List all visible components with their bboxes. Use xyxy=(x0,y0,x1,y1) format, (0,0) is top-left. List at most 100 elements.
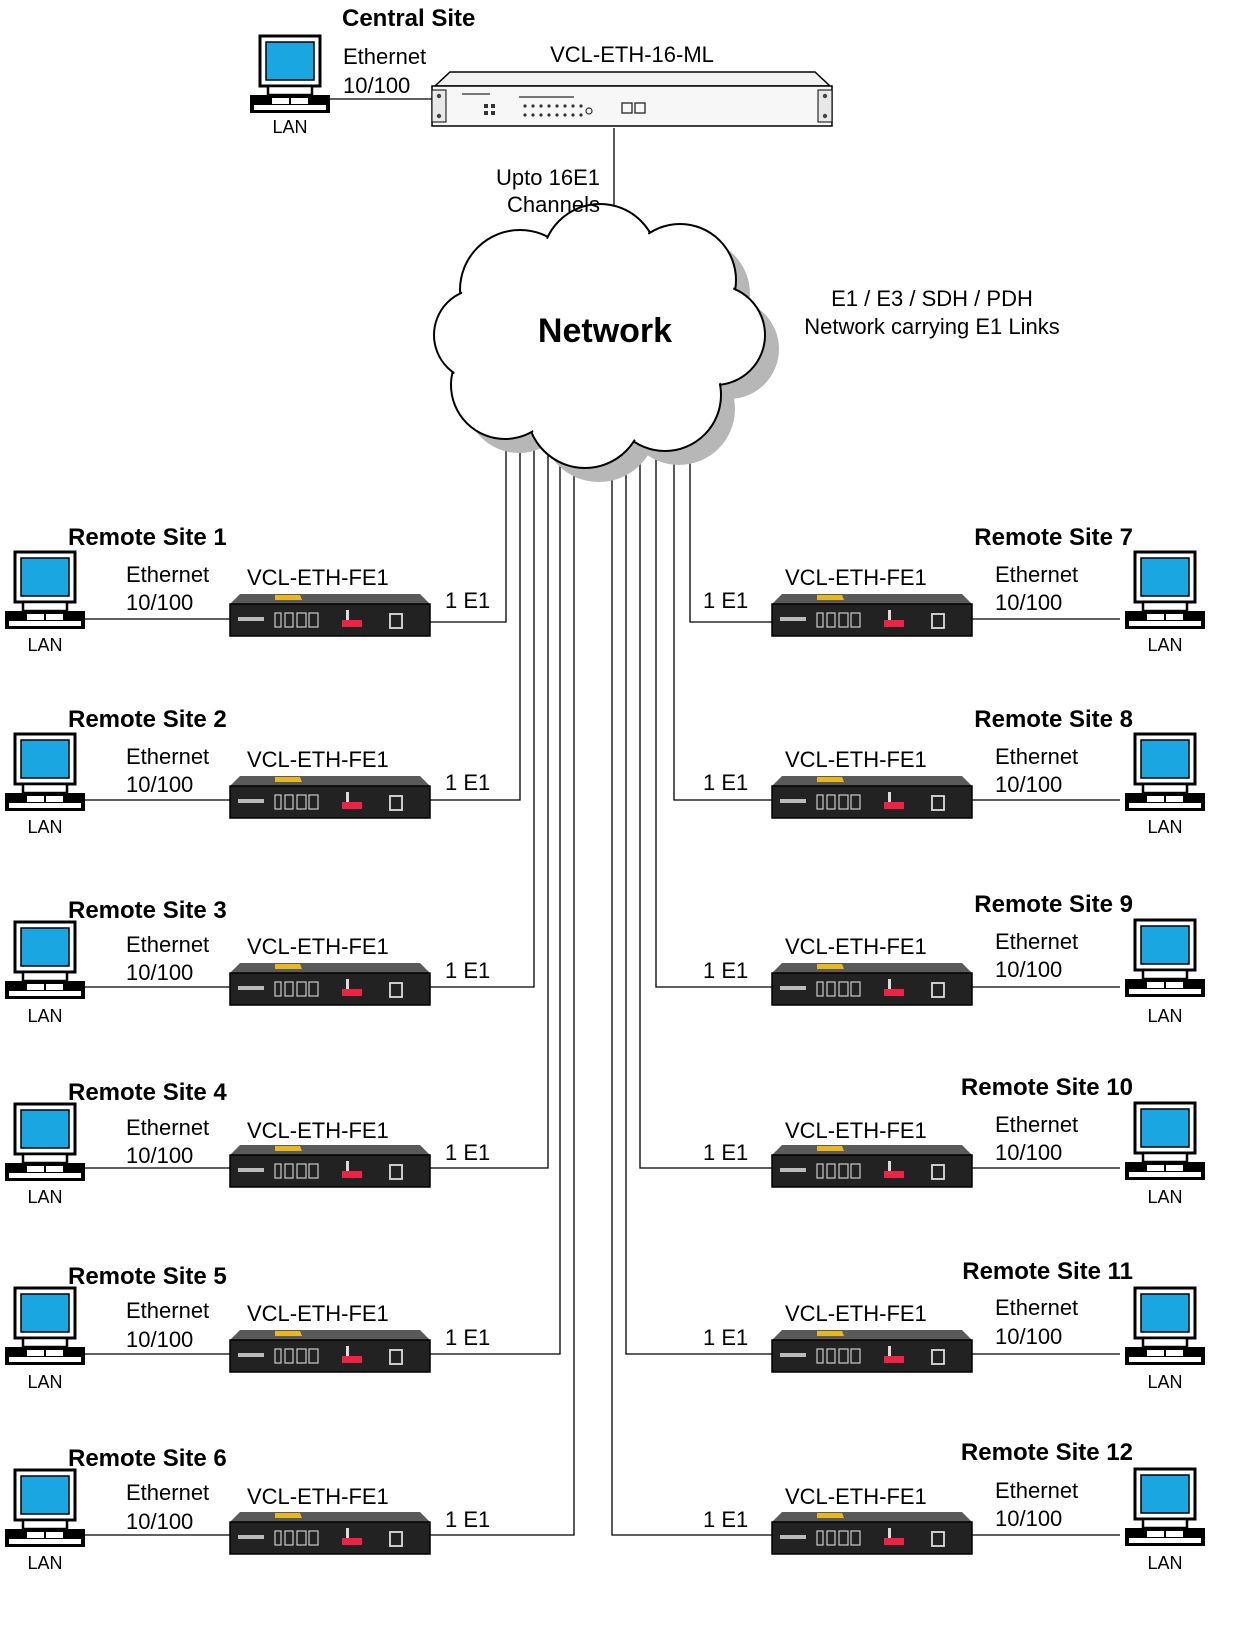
e1-link-site-10 xyxy=(639,448,772,1169)
central-site-title: Central Site xyxy=(342,5,475,32)
device-label: VCL-ETH-FE1 xyxy=(785,747,927,772)
converter-device-icon xyxy=(771,962,973,1006)
e1-link-site-4 xyxy=(430,440,549,1169)
converter-device-icon xyxy=(229,593,431,637)
e1-link-label: 1 E1 xyxy=(703,770,748,795)
network-description-line2: Network carrying E1 Links xyxy=(804,314,1060,339)
remote-site-8: Remote Site 8 LAN Ethernet 10/100 VCL-ET… xyxy=(703,706,1207,837)
central-uplink-label-line2: Channels xyxy=(507,192,600,217)
device-label: VCL-ETH-FE1 xyxy=(785,1118,927,1143)
device-label: VCL-ETH-FE1 xyxy=(247,747,389,772)
converter-device-icon xyxy=(771,1511,973,1555)
e1-link-label: 1 E1 xyxy=(703,1140,748,1165)
lan-label: LAN xyxy=(1147,635,1182,655)
computer-icon xyxy=(3,1286,87,1367)
remote-site-2: Remote Site 2 LAN Ethernet 10/100 VCL-ET… xyxy=(3,706,490,837)
rack-switch-icon xyxy=(431,71,833,127)
converter-device-icon xyxy=(771,775,973,819)
computer-icon xyxy=(1123,1467,1207,1548)
e1-link-label: 1 E1 xyxy=(445,588,490,613)
ethernet-label: Ethernet xyxy=(995,744,1078,769)
speed-label: 10/100 xyxy=(126,590,193,615)
e1-link-label: 1 E1 xyxy=(445,770,490,795)
site-title: Remote Site 2 xyxy=(68,706,227,733)
remote-site-9: Remote Site 9 LAN Ethernet 10/100 VCL-ET… xyxy=(703,891,1207,1026)
central-lan-label: LAN xyxy=(272,117,307,137)
converter-device-icon xyxy=(771,1144,973,1188)
computer-icon xyxy=(1123,550,1207,631)
ethernet-label: Ethernet xyxy=(126,1115,209,1140)
e1-link-label: 1 E1 xyxy=(445,1507,490,1532)
central-speed-label: 10/100 xyxy=(343,73,410,98)
lan-label: LAN xyxy=(1147,1006,1182,1026)
cloud-icon xyxy=(433,203,779,482)
speed-label: 10/100 xyxy=(995,1324,1062,1349)
site-title: Remote Site 12 xyxy=(961,1439,1133,1466)
device-label: VCL-ETH-FE1 xyxy=(247,1484,389,1509)
converter-device-icon xyxy=(229,1329,431,1373)
ethernet-label: Ethernet xyxy=(126,562,209,587)
device-label: VCL-ETH-FE1 xyxy=(785,565,927,590)
converter-device-icon xyxy=(229,1511,431,1555)
computer-icon xyxy=(3,732,87,813)
converter-device-icon xyxy=(229,775,431,819)
device-label: VCL-ETH-FE1 xyxy=(247,565,389,590)
e1-link-site-8 xyxy=(673,440,772,801)
lan-label: LAN xyxy=(1147,1553,1182,1573)
computer-icon xyxy=(1123,1101,1207,1182)
converter-device-icon xyxy=(771,593,973,637)
e1-link-site-11 xyxy=(625,450,772,1355)
ethernet-label: Ethernet xyxy=(995,1112,1078,1137)
remote-site-1: Remote Site 1 LAN Ethernet 10/100 VCL-ET… xyxy=(3,524,490,655)
speed-label: 10/100 xyxy=(126,1143,193,1168)
lan-label: LAN xyxy=(1147,1187,1182,1207)
e1-link-label: 1 E1 xyxy=(445,958,490,983)
computer-icon xyxy=(3,1102,87,1183)
e1-link-label: 1 E1 xyxy=(703,588,748,613)
e1-link-site-1 xyxy=(430,440,507,623)
speed-label: 10/100 xyxy=(995,772,1062,797)
lan-label: LAN xyxy=(27,1372,62,1392)
converter-device-icon xyxy=(229,962,431,1006)
ethernet-label: Ethernet xyxy=(126,1480,209,1505)
site-title: Remote Site 9 xyxy=(974,891,1133,918)
site-title: Remote Site 5 xyxy=(68,1263,227,1290)
computer-icon xyxy=(1123,1286,1207,1367)
computer-icon xyxy=(248,34,332,115)
e1-link-label: 1 E1 xyxy=(703,1325,748,1350)
speed-label: 10/100 xyxy=(126,772,193,797)
lan-label: LAN xyxy=(27,1187,62,1207)
lan-label: LAN xyxy=(27,817,62,837)
e1-link-site-12 xyxy=(611,450,772,1536)
lan-label: LAN xyxy=(27,1006,62,1026)
device-label: VCL-ETH-FE1 xyxy=(247,1301,389,1326)
e1-link-site-6 xyxy=(430,440,575,1536)
device-label: VCL-ETH-FE1 xyxy=(247,1118,389,1143)
lan-label: LAN xyxy=(1147,1372,1182,1392)
speed-label: 10/100 xyxy=(995,590,1062,615)
lan-label: LAN xyxy=(27,635,62,655)
speed-label: 10/100 xyxy=(995,1140,1062,1165)
remote-site-4: Remote Site 4 LAN Ethernet 10/100 VCL-ET… xyxy=(3,1079,490,1207)
site-title: Remote Site 11 xyxy=(962,1258,1133,1285)
ethernet-label: Ethernet xyxy=(126,932,209,957)
e1-link-label: 1 E1 xyxy=(703,958,748,983)
remote-site-11: Remote Site 11 LAN Ethernet 10/100 VCL-E… xyxy=(703,1258,1207,1392)
central-site: Central Site LAN Ethernet 10/100 VCL-ETH… xyxy=(248,5,833,217)
e1-link-site-3 xyxy=(430,440,535,988)
device-label: VCL-ETH-FE1 xyxy=(785,1484,927,1509)
computer-icon xyxy=(3,920,87,1001)
remote-site-3: Remote Site 3 LAN Ethernet 10/100 VCL-ET… xyxy=(3,897,490,1026)
e1-link-site-7 xyxy=(689,432,772,623)
site-title: Remote Site 7 xyxy=(974,524,1133,551)
converter-device-icon xyxy=(771,1329,973,1373)
ethernet-label: Ethernet xyxy=(995,929,1078,954)
ethernet-label: Ethernet xyxy=(126,1298,209,1323)
site-title: Remote Site 8 xyxy=(974,706,1133,733)
remote-site-12: Remote Site 12 LAN Ethernet 10/100 VCL-E… xyxy=(703,1439,1207,1573)
remote-site-7: Remote Site 7 LAN Ethernet 10/100 VCL-ET… xyxy=(703,524,1207,655)
ethernet-label: Ethernet xyxy=(995,1478,1078,1503)
remote-site-6: Remote Site 6 LAN Ethernet 10/100 VCL-ET… xyxy=(3,1445,490,1573)
computer-icon xyxy=(1123,918,1207,999)
